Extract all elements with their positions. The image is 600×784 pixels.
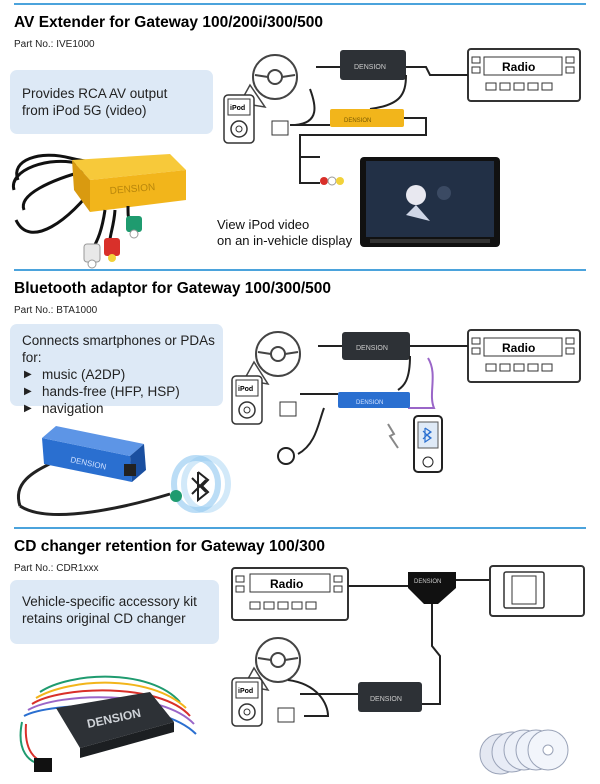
svg-text:DENSION: DENSION [354, 64, 386, 71]
info-box: Connects smartphones or PDAs for: ▶music… [10, 324, 223, 416]
section-divider [14, 527, 586, 529]
feature-item: ▶hands-free (HFP, HSP) [24, 384, 180, 399]
gateway-module-icon: DENSION [340, 50, 406, 80]
section-av-extender: AV Extender for Gateway 100/200i/300/500… [0, 0, 600, 270]
diagram-caption-line1: View iPod video [217, 217, 310, 232]
ipod-icon: iPod [223, 94, 255, 144]
bluetooth-icon [191, 471, 210, 503]
svg-text:DENSION: DENSION [370, 696, 402, 703]
radio-unit-icon: Radio [467, 48, 581, 102]
section-heading: AV Extender for Gateway 100/200i/300/500 [14, 14, 324, 31]
section-heading: CD changer retention for Gateway 100/300 [14, 538, 325, 555]
monitor-icon [360, 157, 500, 247]
section-bluetooth-adaptor: Bluetooth adaptor for Gateway 100/300/50… [0, 266, 600, 526]
cd-changer-connection-diagram: Radio DENSION DENSION [231, 565, 585, 775]
cd-discs-icon [479, 729, 569, 775]
ipod-icon: iPod [231, 375, 263, 425]
microphone-icon [277, 447, 295, 465]
info-text-line1: Provides RCA AV output [22, 86, 168, 101]
info-text-line1: Vehicle-specific accessory kit [22, 594, 197, 609]
section-divider [14, 3, 586, 5]
gateway-module-icon: DENSION [342, 332, 410, 360]
svg-text:DENSION: DENSION [356, 345, 388, 352]
svg-text:DENSION: DENSION [344, 118, 371, 124]
cd-changer-icon [489, 565, 585, 617]
cdr-adapter-icon: DENSION [408, 572, 456, 604]
radio-unit-icon: Radio [231, 567, 349, 621]
ipod-label: iPod [238, 688, 253, 695]
feature-item: ▶music (A2DP) [24, 367, 126, 382]
ipod-icon: iPod [231, 677, 263, 727]
section-divider [14, 269, 586, 271]
bullet-arrow-icon: ▶ [24, 386, 32, 397]
av-extender-module-icon: DENSION [330, 109, 404, 127]
svg-text:DENSION: DENSION [414, 579, 441, 585]
radio-label: Radio [270, 577, 303, 591]
feature-intro: Connects smartphones or PDAs for: [22, 333, 215, 365]
av-extender-product-image: DENSION [12, 153, 186, 269]
part-number: Part No.: CDR1xxx [14, 563, 99, 574]
part-number: Part No.: BTA1000 [14, 305, 98, 316]
info-box: Vehicle-specific accessory kit retains o… [10, 580, 219, 644]
radio-label: Radio [502, 60, 535, 74]
bluetooth-connection-diagram: DENSION Radio iPod [231, 329, 581, 473]
ipod-label: iPod [230, 105, 245, 112]
section-heading: Bluetooth adaptor for Gateway 100/300/50… [14, 280, 331, 297]
ipod-label: iPod [238, 386, 253, 393]
av-connection-diagram: DENSION Radio iPod [223, 48, 581, 247]
feature-item: ▶navigation [24, 401, 104, 416]
cd-changer-kit-product-image: DENSION [19, 675, 197, 772]
gateway-module-icon: DENSION [358, 682, 422, 712]
bullet-arrow-icon: ▶ [24, 403, 32, 414]
section-cd-changer: CD changer retention for Gateway 100/300… [0, 524, 600, 784]
bullet-arrow-icon: ▶ [24, 369, 32, 380]
phone-icon [413, 415, 443, 473]
bluetooth-adaptor-product-image: DENSION [16, 426, 231, 516]
radio-unit-icon: Radio [467, 329, 581, 383]
bluetooth-module-icon: DENSION [338, 392, 410, 408]
diagram-caption-line2: on an in-vehicle display [217, 233, 353, 248]
radio-label: Radio [502, 341, 535, 355]
info-text-line2: retains original CD changer [22, 611, 186, 626]
feature-list: Connects smartphones or PDAs for: ▶music… [22, 332, 223, 417]
part-number: Part No.: IVE1000 [14, 39, 95, 50]
svg-text:DENSION: DENSION [356, 400, 383, 406]
device-brand-label: DENSION [109, 182, 155, 197]
info-text-line2: from iPod 5G (video) [22, 103, 147, 118]
steering-wheel-icon [242, 331, 301, 386]
info-box: Provides RCA AV output from iPod 5G (vid… [10, 70, 213, 134]
